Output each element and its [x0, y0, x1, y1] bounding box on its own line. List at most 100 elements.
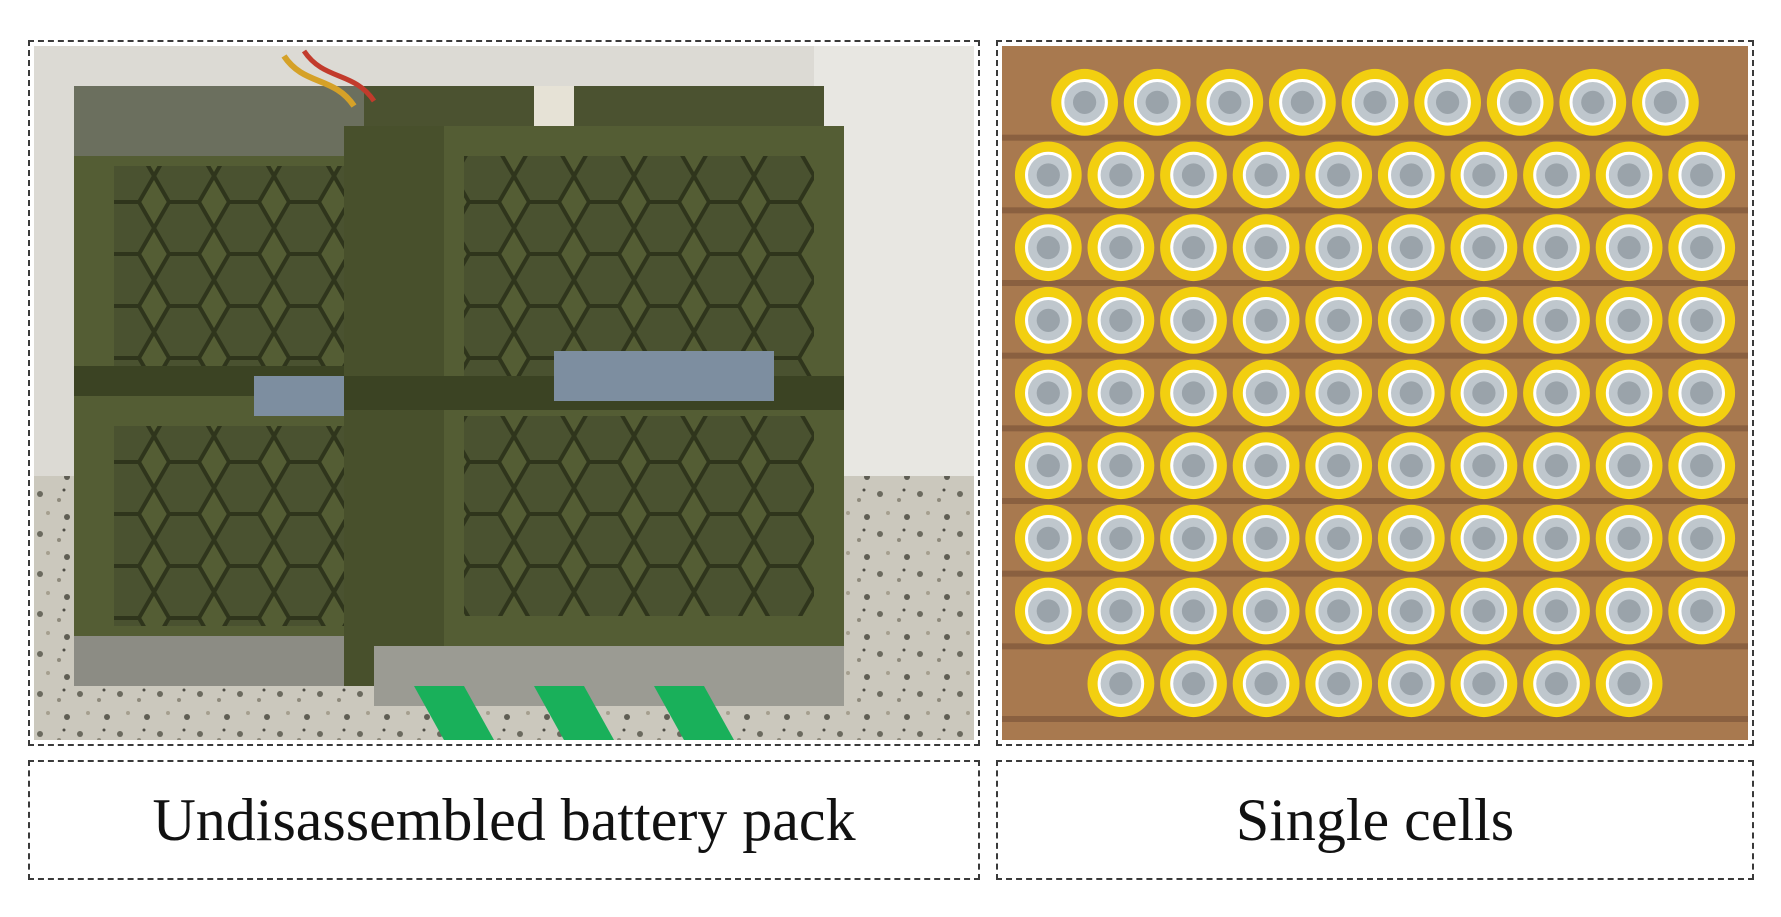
- battery-cell: [1668, 577, 1736, 645]
- battery-cell: [1377, 286, 1445, 354]
- battery-cell: [1087, 432, 1155, 500]
- battery-pack-photo-frame: [28, 40, 980, 746]
- battery-cell: [1668, 359, 1736, 427]
- battery-cell: [1087, 141, 1155, 209]
- battery-cell: [1160, 432, 1227, 500]
- battery-cell: [1377, 577, 1445, 645]
- battery-cell: [1305, 286, 1373, 354]
- battery-cell: [1668, 141, 1736, 209]
- battery-cell: [1486, 68, 1554, 136]
- battery-cell: [1450, 214, 1518, 282]
- battery-cell: [1232, 504, 1300, 572]
- battery-cell: [1523, 650, 1590, 718]
- cell-row-divider: [1002, 570, 1748, 577]
- caption-battery-pack: Undisassembled battery pack: [28, 760, 980, 880]
- battery-cell: [1014, 286, 1082, 354]
- battery-cell: [1305, 504, 1373, 572]
- battery-cell: [1523, 577, 1590, 645]
- battery-cell: [1160, 286, 1227, 354]
- cell-row-divider: [1002, 352, 1748, 359]
- battery-cell: [1377, 359, 1445, 427]
- battery-cell: [1232, 577, 1300, 645]
- single-cells-illustration: [1002, 68, 1748, 722]
- battery-cell: [1523, 359, 1590, 427]
- battery-cell: [1232, 432, 1300, 500]
- battery-pack-illustration: [34, 46, 974, 740]
- caption-single-cells-text: Single cells: [1235, 786, 1515, 853]
- cell-row-divider: [1002, 716, 1748, 722]
- battery-cell: [1595, 141, 1663, 209]
- cell-row-divider: [1002, 207, 1748, 214]
- battery-cell: [1305, 214, 1373, 282]
- battery-cell: [1305, 359, 1373, 427]
- battery-cell: [1450, 504, 1518, 572]
- battery-cell: [1341, 68, 1409, 136]
- battery-cell: [1559, 68, 1627, 136]
- battery-cell: [1232, 141, 1300, 209]
- battery-cell: [1305, 432, 1373, 500]
- battery-cell: [1450, 577, 1518, 645]
- battery-cell: [1595, 577, 1663, 645]
- battery-cell: [1450, 650, 1518, 718]
- battery-cell: [1523, 286, 1590, 354]
- battery-cell: [1595, 650, 1663, 718]
- battery-cell: [1523, 141, 1590, 209]
- cell-row-divider: [1002, 134, 1748, 141]
- battery-cell: [1377, 650, 1445, 718]
- cell-row-divider: [1002, 280, 1748, 286]
- battery-cell: [1377, 141, 1445, 209]
- battery-cell: [1051, 68, 1118, 136]
- battery-cell: [1450, 432, 1518, 500]
- battery-cell: [1014, 432, 1082, 500]
- battery-cell: [1014, 577, 1082, 645]
- battery-cell: [1232, 286, 1300, 354]
- battery-cell: [1160, 577, 1227, 645]
- caption-single-cells: Single cells: [996, 760, 1754, 880]
- battery-cell: [1123, 68, 1191, 136]
- battery-cell: [1377, 432, 1445, 500]
- battery-cell: [1087, 650, 1155, 718]
- battery-cell: [1450, 286, 1518, 354]
- battery-cell: [1595, 432, 1663, 500]
- battery-cell: [1196, 68, 1264, 136]
- battery-cell: [1450, 141, 1518, 209]
- battery-cell: [1232, 650, 1300, 718]
- single-cells-photo: [1002, 46, 1748, 740]
- caption-battery-pack-text: Undisassembled battery pack: [152, 786, 856, 853]
- battery-cell: [1014, 214, 1082, 282]
- cell-row-divider: [1002, 425, 1748, 432]
- battery-cell: [1014, 141, 1082, 209]
- battery-cell: [1632, 68, 1699, 136]
- battery-cell: [1523, 214, 1590, 282]
- battery-cell: [1232, 359, 1300, 427]
- battery-cell: [1523, 504, 1590, 572]
- battery-cell: [1668, 286, 1736, 354]
- single-cells-photo-frame: [996, 40, 1754, 746]
- battery-cell: [1414, 68, 1481, 136]
- battery-cell: [1087, 577, 1155, 645]
- battery-cell: [1595, 286, 1663, 354]
- battery-cell: [1160, 504, 1227, 572]
- battery-cell: [1523, 432, 1590, 500]
- battery-cell: [1087, 286, 1155, 354]
- cell-row-divider: [1002, 643, 1748, 650]
- battery-cell: [1087, 359, 1155, 427]
- battery-cell: [1668, 432, 1736, 500]
- battery-pack-photo: [34, 46, 974, 740]
- battery-cell: [1595, 504, 1663, 572]
- battery-cell: [1305, 141, 1373, 209]
- battery-cell: [1668, 504, 1736, 572]
- battery-cell: [1305, 650, 1373, 718]
- battery-cell: [1087, 504, 1155, 572]
- battery-cell: [1450, 359, 1518, 427]
- battery-cell: [1595, 359, 1663, 427]
- battery-cell: [1087, 214, 1155, 282]
- battery-cell: [1014, 504, 1082, 572]
- battery-cell: [1377, 214, 1445, 282]
- battery-cell: [1014, 359, 1082, 427]
- battery-cell: [1160, 214, 1227, 282]
- battery-cell: [1232, 214, 1300, 282]
- battery-cell: [1160, 141, 1227, 209]
- battery-cell: [1595, 214, 1663, 282]
- battery-cell: [1160, 359, 1227, 427]
